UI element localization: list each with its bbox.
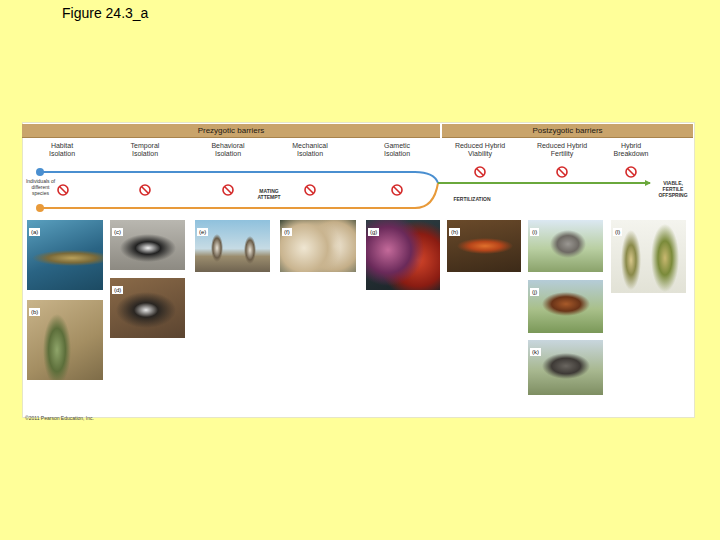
species-dot (36, 168, 44, 176)
barrier-name: Habitat Isolation (38, 142, 86, 158)
photo-panel: (k) (528, 340, 603, 395)
label-box: Habitat Isolation (38, 142, 86, 160)
photo-letter: (l) (613, 228, 622, 236)
photo-letter: (f) (282, 228, 292, 236)
barrier-name: Gametic Isolation (376, 142, 418, 158)
no-entry-symbol (557, 167, 567, 177)
blue-species-line (40, 172, 438, 183)
no-entry-slash (477, 169, 484, 176)
figure-title: Figure 24.3_a (62, 5, 148, 21)
photo-panel: (h) (447, 220, 521, 272)
no-entry-symbol (392, 185, 402, 195)
photo-letter: (d) (112, 286, 123, 294)
photo-panel: (c) (110, 220, 185, 270)
photo-letter: (i) (530, 228, 539, 236)
header-text: Postzygotic barriers (532, 126, 602, 136)
label-box: Mechanical Isolation (285, 142, 335, 160)
no-entry-symbol (626, 167, 636, 177)
label-box: Gametic Isolation (376, 142, 418, 160)
photo-panel: (f) (280, 220, 356, 272)
label-box: Reduced Hybrid Viability (445, 142, 515, 160)
no-entry-slash (142, 187, 149, 194)
flow-label: MATING ATTEMPT (254, 188, 284, 200)
flow-label: FERTILIZATION (452, 196, 491, 202)
photo-letter: (k) (530, 348, 541, 356)
no-entry-slash (628, 169, 635, 176)
photo-letter: (b) (29, 308, 40, 316)
photo-letter: (e) (197, 228, 208, 236)
photo-panel: (j) (528, 280, 603, 333)
label-box: VIABLE, FERTILE OFFSPRING (654, 180, 692, 201)
hybrid-line (438, 182, 650, 184)
label-box: FERTILIZATION (446, 187, 498, 205)
flow-label: Individuals of different species (24, 178, 57, 196)
photo-letter: (j) (530, 288, 539, 296)
species-dot (36, 204, 44, 212)
flow-label: ©2011 Pearson Education, Inc. (25, 415, 94, 421)
no-entry-slash (394, 187, 401, 194)
barrier-name: Mechanical Isolation (285, 142, 335, 158)
photo-panel: (a) (27, 220, 103, 290)
photo-panel: (e) (195, 220, 270, 272)
barrier-name: Hybrid Breakdown (604, 142, 658, 158)
label-box: Behavioral Isolation (203, 142, 253, 160)
no-entry-symbol (305, 185, 315, 195)
label-box: Individuals of different species (24, 178, 57, 199)
label-box: ©2011 Pearson Education, Inc. (25, 406, 185, 424)
no-entry-symbol (475, 167, 485, 177)
label-box: Hybrid Breakdown (604, 142, 658, 160)
no-entry-symbol (140, 185, 150, 195)
photo-panel: (i) (528, 220, 603, 272)
photo-panel: (d) (110, 278, 185, 338)
label-box: Reduced Hybrid Fertility (527, 142, 597, 160)
barrier-header-bar: Prezygotic barriers (22, 124, 440, 138)
photo-panel: (b) (27, 300, 103, 380)
barrier-symbols (58, 167, 636, 195)
barrier-name: Reduced Hybrid Fertility (527, 142, 597, 158)
no-entry-symbol (223, 185, 233, 195)
photo-letter: (a) (29, 228, 40, 236)
barrier-name: Temporal Isolation (121, 142, 169, 158)
photo-letter: (g) (368, 228, 379, 236)
no-entry-symbol (58, 185, 68, 195)
no-entry-slash (60, 187, 67, 194)
photo-letter: (c) (112, 228, 123, 236)
barrier-header-bar: Postzygotic barriers (442, 124, 693, 138)
no-entry-slash (307, 187, 314, 194)
no-entry-slash (559, 169, 566, 176)
orange-species-line (40, 183, 438, 208)
photo-panel: (g) (366, 220, 440, 290)
photo-panel: (l) (611, 220, 686, 293)
flow-label: VIABLE, FERTILE OFFSPRING (654, 180, 692, 198)
barrier-name: Reduced Hybrid Viability (445, 142, 515, 158)
header-text: Prezygotic barriers (198, 126, 265, 136)
photo-letter: (h) (449, 228, 460, 236)
label-box: Temporal Isolation (121, 142, 169, 160)
label-box: MATING ATTEMPT (254, 185, 284, 203)
no-entry-slash (225, 187, 232, 194)
barrier-name: Behavioral Isolation (203, 142, 253, 158)
